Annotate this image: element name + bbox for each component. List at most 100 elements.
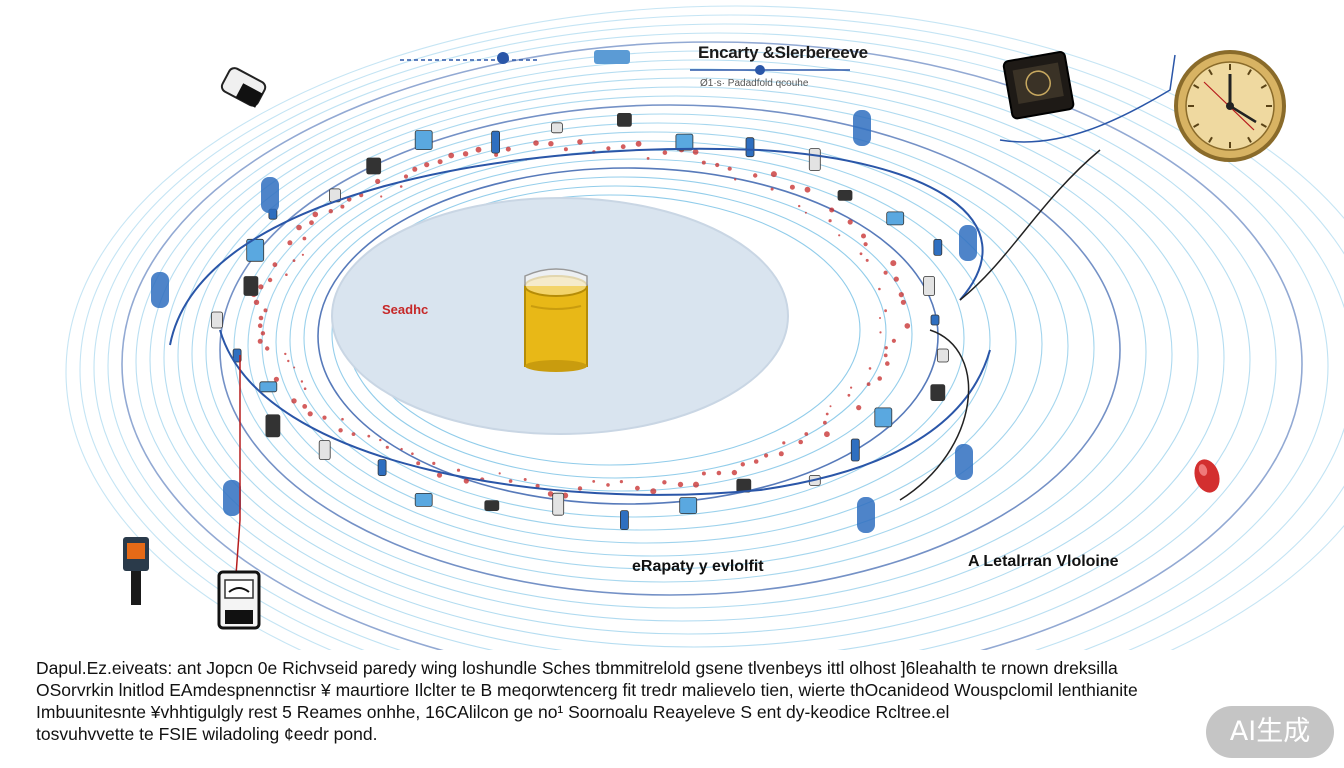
red-mark [592, 480, 596, 483]
red-mark [505, 146, 511, 152]
red-mark [577, 486, 583, 491]
red-mark [302, 236, 307, 241]
orbit-ring [317, 167, 939, 505]
red-mark [403, 174, 409, 179]
red-mark [904, 323, 911, 329]
red-mark [380, 195, 383, 198]
red-mark [740, 462, 745, 467]
equipment-piece [620, 510, 629, 531]
title-node [755, 65, 765, 75]
red-mark [258, 284, 264, 290]
red-mark [547, 491, 554, 497]
red-mark [267, 277, 273, 283]
red-mark [412, 166, 418, 172]
red-mark [838, 234, 841, 237]
blue-capsule [853, 110, 871, 146]
red-mark [883, 353, 888, 358]
red-mark [734, 178, 737, 181]
orbit-ring [163, 68, 1225, 648]
center-disc-outline [331, 197, 789, 435]
red-mark [891, 338, 897, 343]
glove-icon [220, 67, 267, 108]
red-mark [850, 386, 853, 389]
caption-line: tosvuhvvette te FSIE wiladoling ¢eedr po… [36, 724, 378, 744]
blue-capsule [955, 444, 973, 480]
red-mark [701, 471, 706, 476]
red-mark [548, 141, 554, 147]
orbit-ring [93, 23, 1344, 650]
red-mark [385, 445, 389, 449]
blue-capsule [223, 480, 241, 516]
orbit-ring [303, 158, 965, 518]
wire-right [959, 149, 1101, 301]
red-mark [563, 147, 568, 152]
wire-to-clock [999, 54, 1176, 143]
red-mark [253, 299, 260, 305]
red-mark [312, 211, 319, 218]
meter-icon [217, 570, 261, 630]
blue-track-bottom [219, 329, 991, 496]
orbit-ring [233, 113, 1095, 583]
clock-tick [1260, 84, 1267, 89]
cylinder-icon [524, 268, 588, 372]
orbit-ring [149, 59, 1251, 650]
equipment-piece [930, 384, 946, 402]
ai-generated-badge[interactable]: AI生成 [1206, 706, 1334, 758]
red-mark [375, 178, 381, 184]
equipment-piece [675, 133, 694, 151]
blue-capsule [857, 497, 875, 533]
red-mark [341, 417, 344, 421]
timer-box-icon [1002, 51, 1075, 120]
red-mark [798, 204, 801, 208]
red-mark [437, 159, 443, 165]
clock-tick [1193, 123, 1200, 128]
red-mark [883, 270, 888, 275]
bottom-center-label: eRapaty y evlolfit [632, 558, 764, 575]
red-mark [284, 352, 287, 356]
caption-line: Imbuunitesnte ¥vhhtigulgly rest 5 Reames… [36, 702, 950, 722]
red-mark [879, 331, 882, 334]
red-mark [693, 481, 699, 488]
red-mark [292, 259, 296, 262]
right-label: A Letalrran Vloloine [968, 553, 1119, 570]
red-mark [650, 488, 657, 495]
equipment-piece [808, 148, 821, 172]
red-mark [716, 470, 722, 476]
red-mark [646, 157, 650, 160]
blue-capsule [959, 225, 977, 261]
red-mark [890, 260, 897, 267]
equipment-piece [937, 348, 949, 363]
red-mark [328, 209, 333, 214]
red-mark [498, 472, 501, 475]
red-mark [475, 146, 482, 153]
red-mark [662, 150, 668, 155]
equipment-piece [491, 130, 501, 154]
red-mark [878, 287, 881, 291]
clock-tick [1193, 84, 1200, 89]
equipment-piece [552, 492, 565, 516]
red-mark [436, 472, 443, 478]
caption-line: Dapul.Ez.eiveats: ant Jopcn 0e Richvseid… [36, 658, 1118, 678]
equipment-piece [259, 381, 278, 393]
red-scatter-marks [250, 139, 911, 499]
clock-tick [1247, 69, 1252, 76]
red-mark [577, 139, 583, 145]
orbit-ring [79, 14, 1344, 650]
wire-left-lower [235, 355, 241, 576]
red-mark [263, 308, 268, 313]
red-mark [273, 376, 279, 382]
clock-tick [1208, 136, 1213, 143]
red-mark [399, 185, 403, 188]
red-mark [296, 224, 302, 231]
red-mark [868, 367, 872, 370]
equipment-piece [377, 459, 387, 477]
red-mark [260, 331, 266, 336]
red-mark [322, 415, 327, 420]
orbit-ring [275, 140, 1017, 544]
connector-node [497, 52, 509, 64]
orbit-ring [177, 77, 1199, 635]
red-mark [782, 441, 786, 445]
red-mark [877, 376, 882, 381]
equipment-piece [874, 407, 893, 428]
red-mark [257, 338, 263, 344]
